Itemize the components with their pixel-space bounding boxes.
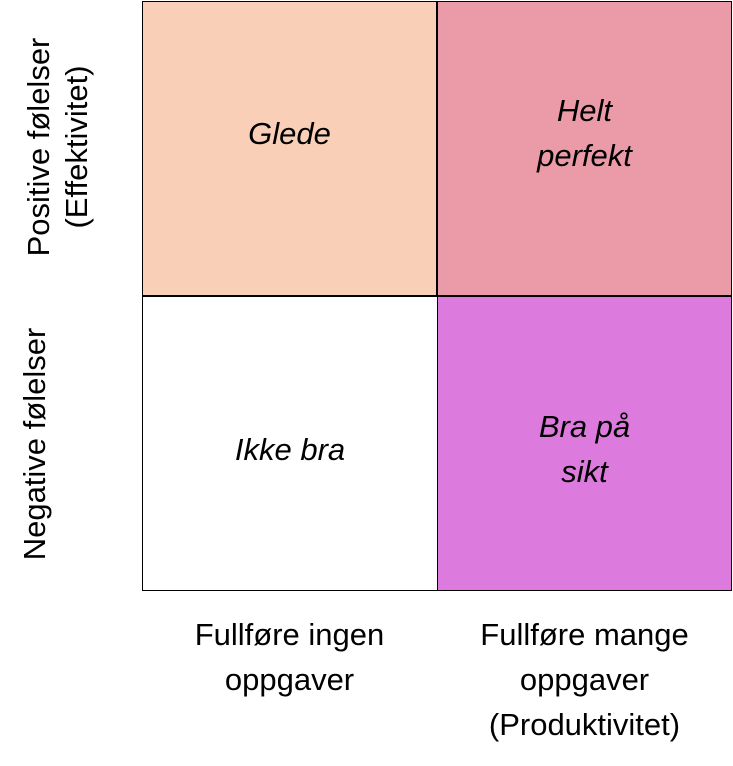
quadrant-top-right-label-line1: Helt bbox=[556, 92, 613, 128]
x-axis-left-label-line2: oppgaver bbox=[224, 662, 355, 697]
quadrant-bottom-left: Ikke bra bbox=[142, 296, 437, 591]
quadrant-top-left: Glede bbox=[142, 1, 437, 296]
quadrant-top-right-label-line2: perfekt bbox=[537, 137, 632, 173]
quadrant-bottom-right-label-line1: Bra på bbox=[538, 408, 631, 444]
y-axis-bottom-label-line1: Negative følelser bbox=[17, 327, 52, 561]
y-axis-bottom-label: Negative følelser bbox=[16, 294, 56, 594]
y-axis-top-label-line2: (Effektivitet) bbox=[59, 65, 94, 229]
x-axis-right-label-line3: (Produktivitet) bbox=[488, 707, 681, 742]
quadrant-top-right: Helt perfekt bbox=[437, 1, 732, 296]
y-axis-top-label-line1: Positive følelser bbox=[21, 37, 56, 257]
x-axis-left-label: Fullføre ingen oppgaver bbox=[142, 612, 437, 702]
quadrant-bottom-left-label: Ikke bra bbox=[234, 432, 346, 467]
x-axis-left-label-line1: Fullføre ingen bbox=[194, 617, 385, 652]
y-axis-top-label: Positive følelser (Effektivitet) bbox=[20, 0, 100, 297]
quadrant-top-left-label: Glede bbox=[248, 116, 331, 151]
x-axis-right-label: Fullføre mange oppgaver (Produktivitet) bbox=[437, 612, 732, 747]
quadrant-grid: Glede Helt perfekt Ikke bra Bra på sikt bbox=[142, 1, 732, 591]
x-axis-right-label-line1: Fullføre mange bbox=[480, 617, 689, 652]
quadrant-bottom-right-label-line2: sikt bbox=[561, 453, 608, 489]
x-axis-right-label-line2: oppgaver bbox=[519, 662, 650, 697]
quadrant-bottom-right: Bra på sikt bbox=[437, 296, 732, 591]
